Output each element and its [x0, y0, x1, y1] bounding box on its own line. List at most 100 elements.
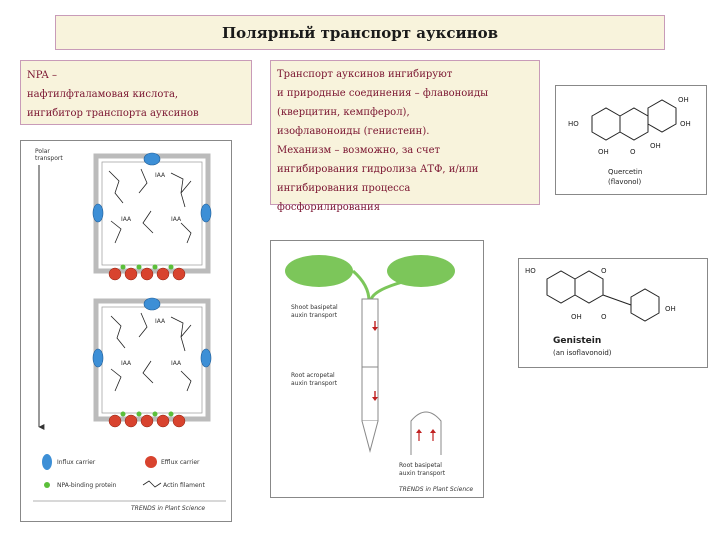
root-basipetal-label-2: auxin transport [399, 470, 446, 477]
page-title: Полярный транспорт ауксинов [55, 15, 665, 50]
root-arrow-head [372, 397, 378, 401]
efflux-carrier [124, 267, 138, 281]
npa-binding-protein [120, 264, 126, 270]
iaa-label: IAA [171, 360, 182, 367]
genistein-structure: HO O OH O OH Genistein (an isoflavonoid) [518, 258, 708, 368]
shoot-label-2: auxin transport [291, 312, 338, 319]
iaa-label: IAA [155, 172, 166, 179]
root-acropetal-label-2: auxin transport [291, 380, 338, 387]
efflux-row-lower [108, 411, 186, 428]
hypocotyl [361, 298, 379, 368]
genistein-o-group: O [601, 313, 607, 321]
polar-transport-diagram: Polar transport [33, 148, 226, 512]
inhibition-line-2: и природные соединения – флавоноиды [277, 88, 489, 99]
legend-actin-label: Actin filament [163, 482, 205, 489]
inhibition-line-8: фосфорилирования [277, 202, 381, 213]
influx-carrier [143, 152, 161, 166]
genistein-class: (an isoflavonoid) [553, 349, 612, 357]
npa-binding-protein [152, 264, 158, 270]
genistein-name: Genistein [553, 336, 601, 346]
npa-binding-protein [120, 411, 126, 417]
quercetin-oh-group: OH [678, 96, 689, 104]
quercetin-o-group: O [630, 148, 636, 156]
npa-line-3: ингибитор транспорта ауксинов [27, 108, 199, 119]
efflux-carrier [140, 414, 154, 428]
actin-filaments [108, 168, 192, 392]
efflux-carrier [156, 414, 170, 428]
npa-binding-protein [152, 411, 158, 417]
iaa-label: IAA [171, 216, 182, 223]
legend-influx-swatch [42, 454, 52, 470]
legend-npa-swatch [44, 482, 50, 488]
npa-definition-box: NPA – нафтилфталамовая кислота, ингибито… [20, 60, 252, 125]
quercetin-oh-group: OH [598, 148, 609, 156]
cell-membrane-lower [101, 306, 203, 414]
inhibition-line-1: Транспорт ауксинов ингибируют [277, 69, 453, 80]
iaa-label: IAA [121, 216, 132, 223]
genistein-rings [546, 270, 660, 322]
inhibition-line-7: ингибирования процесса [277, 183, 411, 194]
legend-actin-swatch [142, 480, 162, 488]
influx-carrier [200, 348, 212, 368]
influx-carrier [200, 203, 212, 223]
influx-carrier [92, 348, 104, 368]
genistein-oh-group: OH [571, 313, 582, 321]
quercetin-oh-group: OH [680, 120, 691, 128]
root-basipetal-label-1: Root basipetal [399, 462, 442, 469]
apex [352, 269, 371, 302]
shoot-arrow-head [372, 327, 378, 331]
legend-influx-label: Influx carrier [57, 459, 96, 466]
influx-carrier [92, 203, 104, 223]
seedling-credit: TRENDS in Plant Science [399, 486, 473, 493]
polar-transport-figure: Polar transport [20, 140, 232, 522]
influx-carrier [143, 297, 161, 311]
npa-binding-protein [136, 264, 142, 270]
quercetin-ho-group: HO [568, 120, 579, 128]
genistein-oh-group: OH [665, 305, 676, 313]
basipetal-arrow-right-head [430, 429, 436, 433]
iaa-label: IAA [121, 360, 132, 367]
npa-binding-protein [168, 411, 174, 417]
quercetin-name: Quercetin [608, 168, 642, 176]
seedling-diagram: Shoot basipetal auxin transport Root acr… [285, 255, 473, 493]
cotyledon-left [285, 255, 353, 287]
efflux-row-upper [108, 264, 186, 281]
npa-binding-protein [136, 411, 142, 417]
root-tip-inset [410, 411, 442, 455]
figure-credit: TRENDS in Plant Science [131, 505, 205, 512]
polar-axis-label-1: Polar [35, 148, 50, 155]
efflux-carrier [108, 267, 122, 281]
efflux-carrier [172, 267, 186, 281]
cell-membrane-upper [101, 161, 203, 266]
genistein-diagram: HO O OH O OH Genistein (an isoflavonoid) [525, 267, 676, 357]
npa-binding-protein [168, 264, 174, 270]
genistein-ho-group: HO [525, 267, 536, 275]
apex-right [369, 269, 454, 302]
shoot-label-1: Shoot basipetal [291, 304, 338, 311]
inhibition-line-4: изофлавоноиды (генистеин). [277, 126, 430, 137]
npa-line-1: NPA – [27, 70, 57, 81]
inhibition-line-5: Механизм – возможно, за счет [277, 145, 441, 156]
legend-efflux-swatch [145, 456, 157, 468]
inhibition-line-3: (кверцитин, кемпферол), [277, 107, 410, 118]
efflux-carrier [124, 414, 138, 428]
polar-axis-label-2: transport [35, 155, 63, 162]
quercetin-rings [591, 99, 677, 141]
inhibition-line-6: ингибирования гидролиза АТФ, и/или [277, 164, 479, 175]
influx-carriers [92, 152, 212, 368]
basipetal-arrow-left-head [416, 429, 422, 433]
legend-efflux-label: Efflux carrier [161, 459, 200, 466]
quercetin-oh-group: OH [650, 142, 661, 150]
quercetin-class: (flavonol) [608, 178, 642, 186]
genistein-o-group: O [601, 267, 607, 275]
quercetin-structure: HO OH OH OH OH O Quercetin (flavonol) [555, 85, 707, 195]
inhibition-text-box: Транспорт ауксинов ингибируют и природны… [270, 60, 540, 213]
seedling-transport-figure: Shoot basipetal auxin transport Root acr… [270, 240, 484, 498]
npa-line-2: нафтилфталамовая кислота, [27, 89, 179, 100]
legend-npa-label: NPA-binding protein [57, 482, 117, 489]
efflux-carrier [140, 267, 154, 281]
efflux-carrier [156, 267, 170, 281]
efflux-carrier [108, 414, 122, 428]
cotyledon-right [387, 255, 455, 287]
root-tip [361, 420, 379, 453]
